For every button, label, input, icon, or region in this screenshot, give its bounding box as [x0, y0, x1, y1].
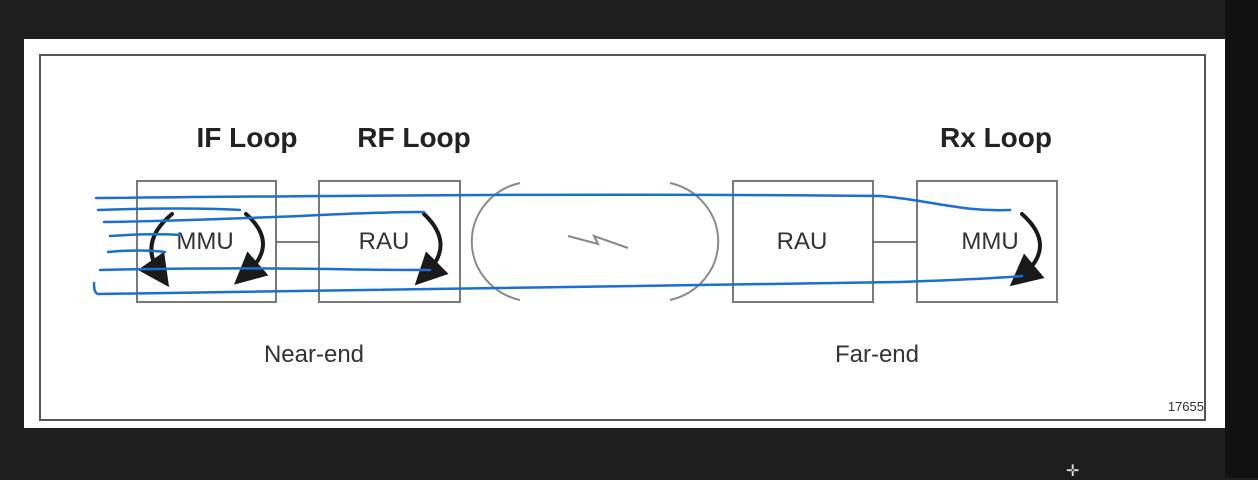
annotation-stroke-6 [98, 267, 432, 272]
if-loop-left-arrow-icon [137, 212, 174, 288]
if-loop-heading: IF Loop [196, 122, 297, 153]
annotation-stroke-2 [96, 207, 242, 212]
annotation-stroke-5 [106, 249, 167, 254]
slide-canvas [24, 39, 1225, 428]
window-edge-strip [1225, 0, 1258, 478]
annotation-stroke-top [94, 193, 1012, 212]
annotation-stroke-bottom [92, 274, 1024, 296]
if-loop-right-arrow-icon [234, 212, 269, 285]
annotation-stroke-4 [108, 233, 182, 238]
annotation-stroke-3 [102, 210, 426, 224]
near-end-label: Near-end [264, 341, 364, 368]
figure-frame [39, 54, 1206, 421]
near-end-rau-label: RAU [359, 228, 410, 255]
rx-loop-heading: Rx Loop [940, 122, 1052, 153]
far-end-label: Far-end [835, 341, 919, 368]
radio-link-bolt-icon [567, 234, 629, 249]
near-end-mmu-label: MMU [176, 228, 233, 255]
crosshair-cursor-icon: ✛ [1066, 463, 1080, 480]
far-end-rau-label: RAU [777, 228, 828, 255]
figure-number: 17655 [1168, 399, 1204, 414]
radio-right-arc [669, 182, 720, 301]
rx-loop-arrow-icon [1009, 212, 1045, 287]
far-end-mmu-label: MMU [961, 228, 1018, 255]
rf-loop-heading: RF Loop [357, 122, 471, 153]
radio-left-arc [470, 182, 521, 301]
rf-loop-arrow-icon [414, 212, 449, 286]
